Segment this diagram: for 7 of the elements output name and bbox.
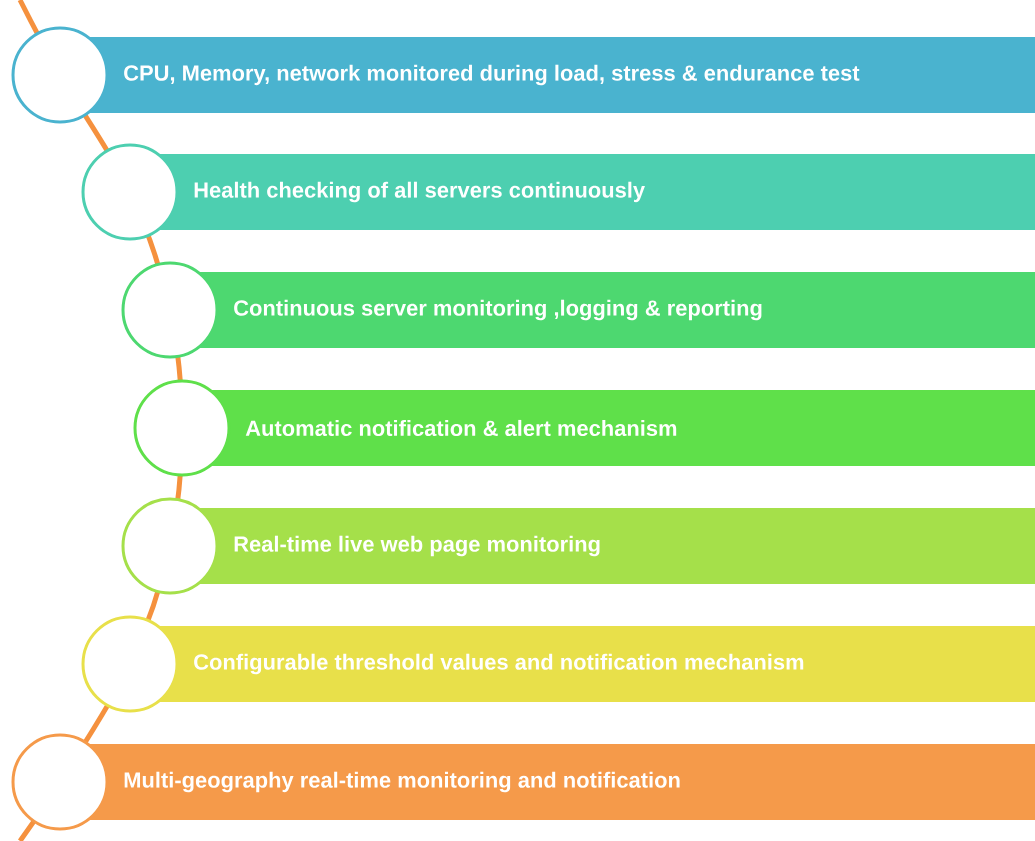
band: Automatic notification & alert mechanism	[133, 379, 1035, 477]
band: Multi-geography real-time monitoring and notification	[11, 733, 1035, 831]
band: Configurable threshold values and notification mechanism	[81, 615, 1035, 713]
band: CPU, Memory, network monitored during load, stress & endurance test	[11, 26, 1035, 124]
band: Health checking of all servers continuously	[81, 143, 1035, 241]
band: Real-time live web page monitoring	[121, 497, 1035, 595]
band: Continuous server monitoring ,logging & reporting	[121, 261, 1035, 359]
